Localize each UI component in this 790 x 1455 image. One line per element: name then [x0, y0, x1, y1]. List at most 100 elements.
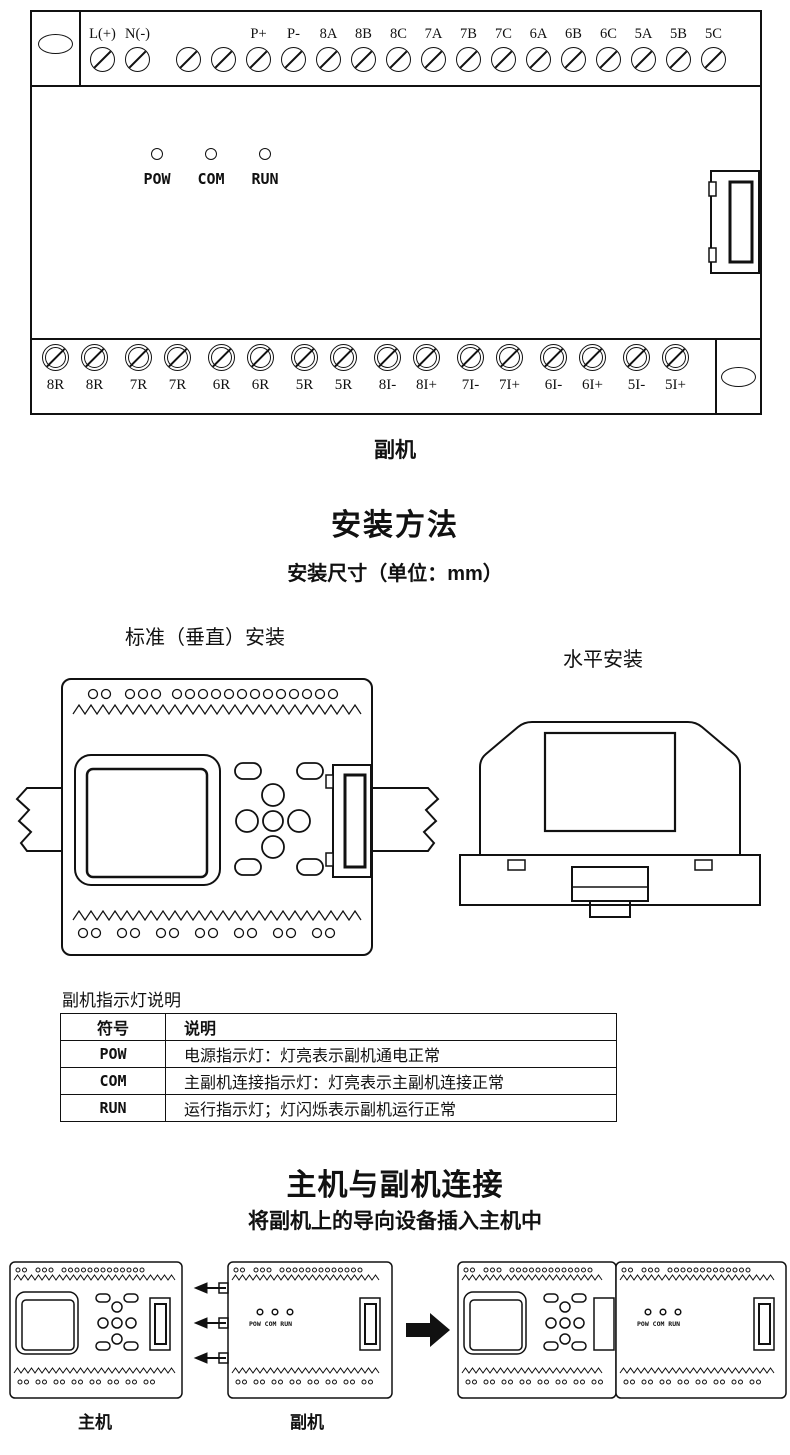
- slave-label: 副机: [290, 1413, 324, 1432]
- device-profile: [479, 721, 741, 855]
- terminal-label: 5I-: [627, 377, 646, 393]
- terminal: 7R: [158, 344, 197, 413]
- screw-terminal-icon: [457, 344, 484, 371]
- combined-slave-holes: [621, 1267, 761, 1385]
- terminal: 8R: [36, 344, 75, 413]
- connection-subtitle: 将副机上的导向设备插入主机中: [248, 1210, 542, 1233]
- indicator-description: 主副机连接指示灯：灯亮表示主副机连接正常: [165, 1067, 617, 1095]
- screw-terminal-icon: [164, 344, 191, 371]
- screw-terminal-icon: [631, 47, 656, 72]
- terminal: 6C: [591, 26, 626, 85]
- bottom-vent-zigzag: [72, 909, 362, 922]
- terminal-label: 7B: [460, 26, 477, 42]
- combined-master-holes: [463, 1267, 603, 1385]
- led-label: COM: [197, 170, 225, 188]
- indicator-symbol: COM: [60, 1067, 166, 1095]
- button: [296, 858, 324, 876]
- screw-terminal-icon: [386, 47, 411, 72]
- table-row: COM 主副机连接指示灯：灯亮表示主副机连接正常: [60, 1067, 617, 1095]
- dpad-right-button: [287, 809, 311, 833]
- terminal: 8R: [75, 344, 114, 413]
- terminal-label: 8A: [319, 26, 338, 42]
- din-rail-left: [15, 787, 62, 852]
- screw-terminal-icon: [81, 344, 108, 371]
- screw-terminal-icon: [666, 47, 691, 72]
- result-arrow-icon: [406, 1313, 450, 1347]
- din-clip-box-bottom: [715, 340, 760, 413]
- din-clip-box-top: [32, 12, 81, 85]
- screw-terminal-icon: [413, 344, 440, 371]
- indicator-table: 符号 说明 POW 电源指示灯：灯亮表示副机通电正常 COM 主副机连接指示灯：…: [60, 1013, 617, 1122]
- screw-terminal-icon: [330, 344, 357, 371]
- terminal: 5R: [324, 344, 363, 413]
- screw-terminal-icon: [211, 47, 236, 72]
- terminal-label: 5R: [334, 377, 353, 393]
- terminal-label: 7I-: [461, 377, 480, 393]
- din-clip-oval-icon: [38, 34, 73, 54]
- terminal-label: L(+): [89, 26, 116, 42]
- bottom-terminal-holes: [77, 927, 336, 939]
- guide-tab: [218, 1352, 229, 1364]
- terminal: 6R: [202, 344, 241, 413]
- foot-right: [694, 859, 713, 871]
- combined-slave-led-labels: POW COM RUN: [637, 1320, 680, 1328]
- combined-slave-device: [615, 1261, 787, 1399]
- terminal: 8I-: [368, 344, 407, 413]
- terminal-label: 6B: [565, 26, 582, 42]
- led-circle-icon: [151, 148, 163, 160]
- screw-terminal-icon: [374, 344, 401, 371]
- expansion-port: [593, 1297, 615, 1351]
- screw-terminal-icon: [456, 47, 481, 72]
- terminal-label: 7I+: [499, 377, 520, 393]
- terminal: 7B: [451, 26, 486, 85]
- screw-terminal-icon: [247, 344, 274, 371]
- screw-terminal-icon: [176, 47, 201, 72]
- terminal-label: 8B: [355, 26, 372, 42]
- terminal: [171, 26, 206, 85]
- terminal: 7I+: [490, 344, 529, 413]
- screw-terminal-icon: [351, 47, 376, 72]
- connection-diagram: POW COM RUN POW COM RUN: [9, 1261, 787, 1399]
- screw-terminal-icon: [526, 47, 551, 72]
- terminal-label: 6R: [251, 377, 270, 393]
- combined-master-device: [457, 1261, 617, 1399]
- indicator-symbol: POW: [60, 1040, 166, 1068]
- dpad-center-button: [262, 810, 284, 832]
- power-terminal-group: L(+) N(-): [85, 26, 155, 85]
- screw-terminal-icon: [662, 344, 689, 371]
- led-indicator: POW: [134, 148, 180, 188]
- horizontal-install-drawing: [459, 721, 761, 918]
- expansion-port: [753, 1297, 775, 1351]
- screw-terminal-icon: [291, 344, 318, 371]
- terminal-label: 6A: [529, 26, 548, 42]
- terminal: P+: [241, 26, 276, 85]
- din-clip: [571, 866, 649, 902]
- terminal: 6B: [556, 26, 591, 85]
- device-body: [61, 678, 373, 956]
- terminal-label: 8I-: [378, 377, 397, 393]
- terminal: 7C: [486, 26, 521, 85]
- screw-terminal-icon: [42, 344, 69, 371]
- terminal: 6I+: [573, 344, 612, 413]
- display-window: [469, 1299, 523, 1351]
- led-label: POW: [143, 170, 171, 188]
- terminal-label: N(-): [125, 26, 150, 42]
- terminal-label: 5A: [634, 26, 653, 42]
- din-rail-front: [459, 854, 761, 906]
- terminal-label: 7R: [168, 377, 187, 393]
- terminal: 7A: [416, 26, 451, 85]
- guide-tab: [218, 1282, 229, 1294]
- bottom-terminals: 8R 8R 7R 7R: [32, 340, 715, 413]
- button: [234, 858, 262, 876]
- screw-terminal-icon: [246, 47, 271, 72]
- terminal: 5I-: [617, 344, 656, 413]
- terminal: 5I+: [656, 344, 695, 413]
- expansion-port-icon: [708, 170, 760, 274]
- device-caption: 副机: [374, 438, 416, 462]
- screw-terminal-icon: [421, 47, 446, 72]
- screw-terminal-icon: [596, 47, 621, 72]
- column-header-symbol: 符号: [60, 1013, 166, 1041]
- terminal-label: 5I+: [665, 377, 686, 393]
- vertical-install-label: 标准（垂直）安装: [125, 627, 285, 649]
